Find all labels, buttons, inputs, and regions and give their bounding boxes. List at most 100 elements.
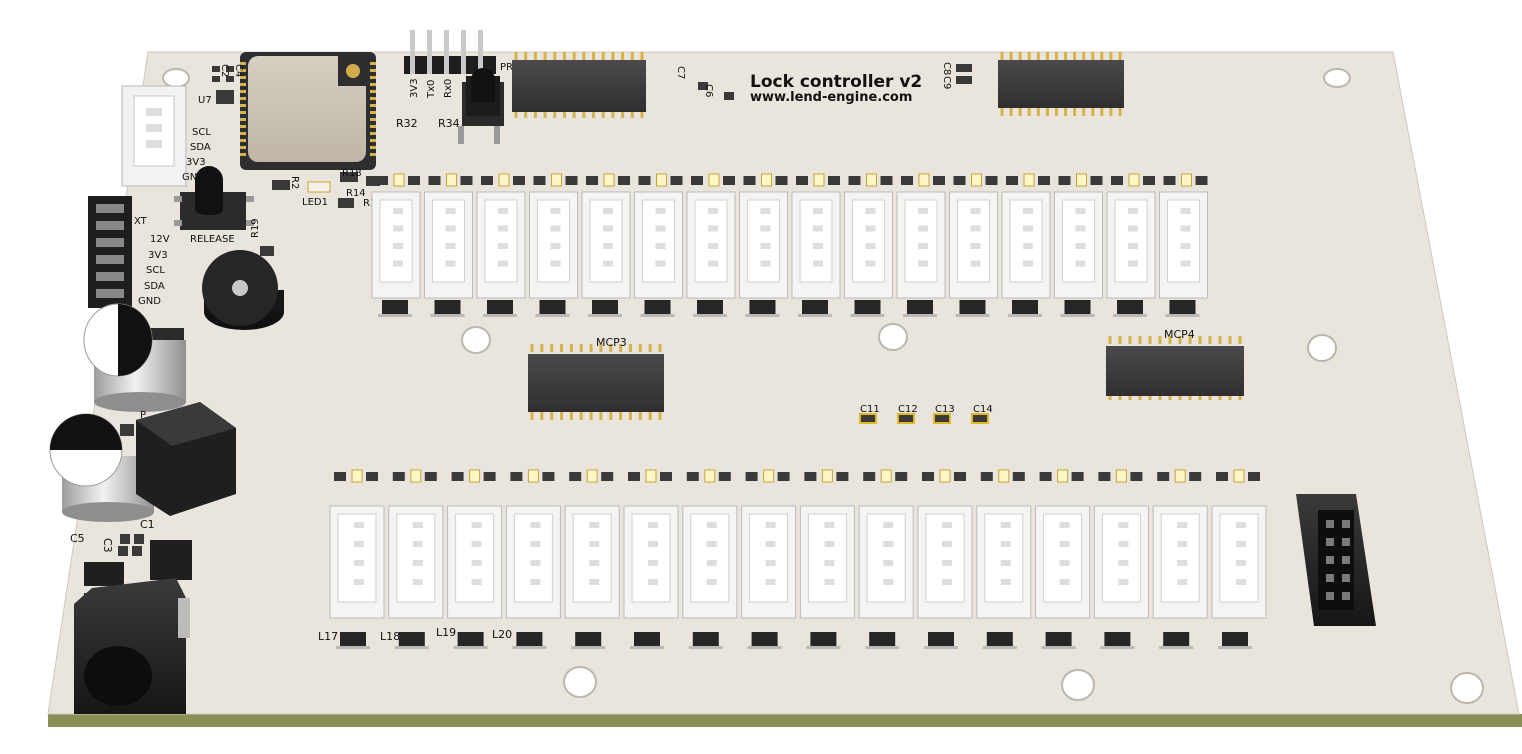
ic-pin (1128, 336, 1132, 344)
connector-pin (918, 225, 928, 232)
idc-pin (1342, 520, 1350, 528)
ic-pin (530, 406, 534, 420)
connector-pin (760, 225, 771, 232)
smd-resistor (863, 472, 876, 481)
ic-pin (1064, 102, 1068, 116)
ic-top-1 (512, 52, 646, 118)
esp-pin (240, 132, 246, 135)
ic-pin (648, 406, 652, 420)
mosfet-tab (982, 646, 1017, 649)
mosfet (382, 300, 408, 314)
ic-pin (1148, 336, 1152, 344)
ic-pin (1218, 336, 1222, 344)
smd-resistor (980, 472, 993, 481)
ic-pin (1168, 336, 1172, 344)
label-l18: L18 (380, 630, 400, 643)
idc-pin (1342, 556, 1350, 564)
connector-pin (354, 560, 364, 566)
led (469, 469, 481, 483)
led (1233, 469, 1245, 483)
led (1174, 469, 1186, 483)
mosfet (802, 300, 828, 314)
label-c12: C12 (898, 404, 918, 415)
led (708, 173, 720, 187)
ic-pin (1100, 102, 1104, 116)
label-r32: R32 (396, 117, 418, 130)
connector-pin (813, 260, 823, 267)
board-url: www.lend-engine.com (750, 90, 912, 105)
dc-jack (74, 578, 190, 714)
led (704, 469, 716, 483)
connector-pin (445, 243, 456, 249)
connector-pin (498, 243, 508, 249)
connector-pin (706, 522, 717, 528)
label-mcp3: MCP3 (596, 336, 627, 349)
connector-pin (412, 522, 423, 528)
connector-pin (655, 208, 666, 214)
smd-resistor (510, 472, 523, 481)
label-gnd-top: GN (182, 172, 197, 183)
smd-resistor (1090, 176, 1103, 185)
mosfet (634, 632, 660, 646)
connector-pin (883, 579, 894, 585)
mosfet (1045, 632, 1072, 646)
esp-pin (370, 153, 376, 156)
mosfet-tab (1218, 646, 1252, 649)
mosfet (457, 632, 484, 646)
connector-pin (813, 225, 823, 232)
connector-socket (513, 513, 553, 603)
connector-pin (970, 208, 981, 214)
smd-resistor (660, 472, 672, 481)
connector-pin (393, 208, 403, 214)
led (603, 173, 615, 187)
lock-connector (424, 173, 473, 317)
led (866, 173, 877, 187)
mosfet (1222, 632, 1248, 646)
led (1115, 469, 1127, 483)
esp-pin (240, 97, 246, 100)
smd-resistor (880, 176, 893, 185)
connector-pin (765, 541, 776, 547)
esp-pin (240, 90, 246, 93)
connector-socket (337, 513, 377, 603)
ic-pin (540, 406, 544, 420)
connector-pin (603, 225, 613, 232)
connector-pin (1180, 260, 1191, 267)
label-c14: C14 (973, 404, 993, 415)
ic-pin (619, 344, 623, 352)
ic-pin (1000, 52, 1004, 60)
ic-pin (1045, 102, 1049, 116)
smd-resistor (1058, 176, 1071, 185)
esp-pin (370, 111, 376, 114)
connector-pin (354, 579, 364, 585)
label-3v3-top: 3V3 (186, 157, 206, 168)
smd-resistor (1195, 176, 1208, 185)
header-pin (478, 30, 483, 74)
ic-pin (658, 344, 662, 352)
header-pin (410, 30, 415, 74)
ic-pin (1073, 52, 1077, 60)
mosfet-tab (336, 646, 370, 649)
connector-socket (1101, 513, 1141, 603)
led (1076, 173, 1087, 187)
ic-pin (1073, 102, 1077, 116)
connector-pin (1023, 260, 1033, 267)
ic-pin (599, 406, 603, 420)
esp-pin (370, 76, 376, 79)
connector-pin (445, 225, 456, 232)
prog-header (404, 30, 496, 74)
mosfet (1012, 300, 1038, 314)
connector-pin (550, 225, 561, 232)
connector-pin (655, 225, 666, 232)
connector-pin (648, 522, 658, 528)
mosfet (907, 300, 933, 314)
connector-pin (393, 260, 403, 267)
led (998, 469, 1010, 483)
esp-pin (240, 111, 246, 114)
mosfet (854, 300, 881, 314)
smd-resistor (922, 472, 934, 481)
label-l17: L17 (318, 630, 338, 643)
mosfet-tab (688, 646, 723, 649)
connector-pin (1236, 522, 1246, 528)
lock-connector (896, 173, 946, 317)
